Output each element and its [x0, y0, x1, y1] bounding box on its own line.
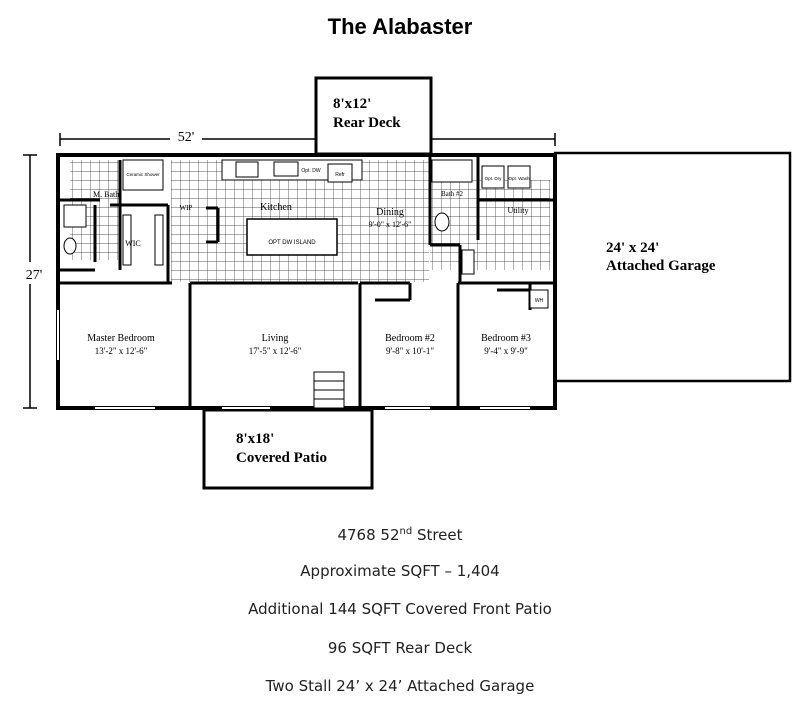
toilet: [63, 237, 77, 255]
wh-label: WH: [535, 298, 544, 304]
range: [235, 161, 259, 178]
patio-line: Additional 144 SQFT Covered Front Patio: [248, 600, 552, 618]
page-title: The Alabaster: [327, 14, 473, 39]
bedroom2-dims: 9'-8" x 10'-1": [386, 346, 434, 356]
wic-label: WIC: [125, 239, 141, 248]
rear-deck-size: 8'x12': [333, 96, 371, 112]
water-heater: [529, 289, 549, 309]
windows: [57, 310, 530, 409]
garage-name: Attached Garage: [606, 258, 716, 274]
width-dimension: [59, 133, 556, 146]
island-label: OPT DW ISLAND: [268, 240, 316, 246]
deck-line: 96 SQFT Rear Deck: [327, 638, 473, 657]
wic-shelf-2: [154, 214, 164, 266]
overall-depth-label: 27': [26, 268, 43, 283]
address-suffix: nd: [399, 526, 413, 537]
living-label: Living: [262, 333, 289, 344]
address-street: Street: [412, 526, 463, 544]
patio-name: Covered Patio: [236, 450, 327, 466]
shower-label: Ceramic Shower: [126, 172, 160, 177]
bedroom3-dims: 9'-4" x 9'-9": [484, 346, 528, 356]
address-number: 4768 52: [337, 526, 400, 544]
sqft-line: Approximate SQFT – 1,404: [300, 561, 500, 580]
bath2-label: Bath #2: [441, 190, 463, 198]
kitchen-island: [246, 218, 338, 256]
bedroom2-label: Bedroom #2: [385, 333, 435, 344]
bath2-toilet: [434, 212, 450, 232]
dryer: [507, 165, 531, 189]
rear-deck-name: Rear Deck: [333, 115, 401, 131]
bedroom3-label: Bedroom #3: [481, 333, 531, 344]
entry-steps: [313, 371, 345, 409]
master-bedroom-dims: 13'-2" x 12'-6": [95, 346, 148, 356]
rear-deck: [314, 76, 433, 156]
covered-patio: [202, 408, 374, 490]
opt-dw-label: Opt. DW: [301, 168, 320, 174]
garage-size: 24' x 24': [606, 240, 659, 256]
opt-wash-label: Opt. Wash: [508, 176, 530, 181]
ref-label: Refr: [335, 172, 345, 178]
address: 4768 52nd Street: [0, 522, 800, 561]
wic-shelf: [122, 214, 132, 266]
washer: [481, 165, 505, 189]
kitchen-label: Kitchen: [260, 202, 292, 213]
wip-label: WIP: [180, 204, 193, 212]
overall-width-label: 52': [178, 130, 195, 145]
garage-line: Two Stall 24’ x 24’ Attached Garage: [265, 677, 535, 695]
refrigerator: [327, 163, 353, 183]
tub: [63, 204, 87, 228]
floor-plan: 52' 27' 8'x12' Rear Deck 24' x 24' Attac…: [22, 76, 792, 490]
master-bedroom-label: Master Bedroom: [87, 333, 155, 344]
bath2-tub: [431, 159, 473, 183]
dining-label: Dining: [376, 207, 404, 218]
attic-access: [461, 249, 475, 275]
utility-label: Utility: [508, 206, 529, 215]
m-bath-label: M. Bath: [93, 190, 119, 199]
property-info: 4768 52nd Street Approximate SQFT – 1,40…: [0, 522, 800, 715]
shower: [122, 159, 164, 191]
dining-dims: 9'-0" x 12'-6": [369, 220, 412, 229]
opt-dry-label: Opt. Dry: [485, 176, 503, 181]
patio-size: 8'x18': [236, 431, 274, 447]
sink: [273, 161, 299, 177]
living-dims: 17'-5" x 12'-6": [249, 346, 302, 356]
